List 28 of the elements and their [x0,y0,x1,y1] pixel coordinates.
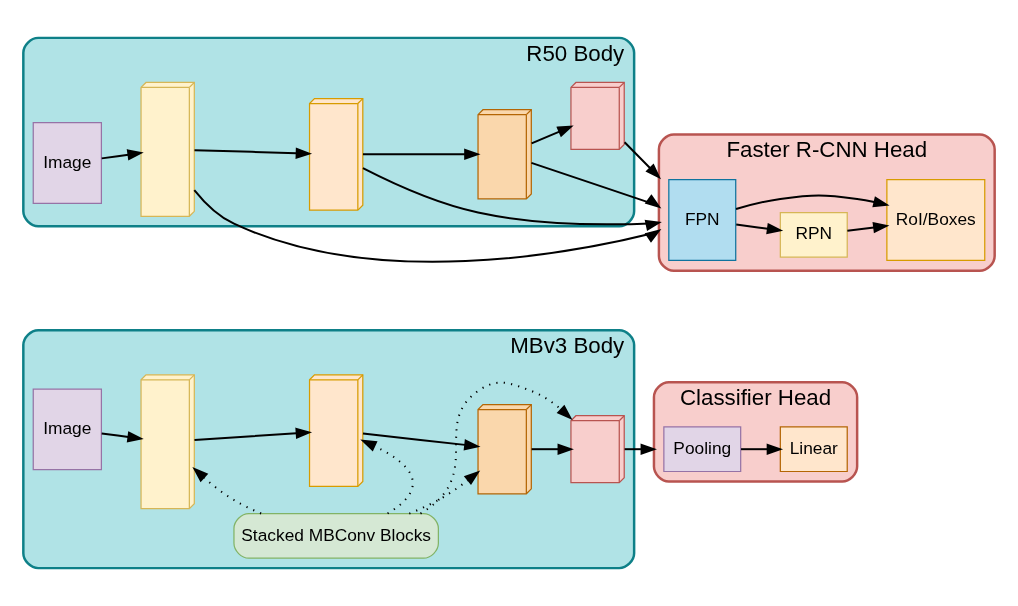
node-box: Image [32,388,102,471]
arrow [362,148,481,161]
arrow [360,439,414,515]
arrow [362,432,481,451]
arrow [192,466,263,515]
arrow [100,149,144,161]
arrow [419,381,573,515]
arrow [193,189,662,263]
arrow [846,221,890,234]
node-box: Stacked MBConv Blocks [233,513,439,559]
node-box: Image [32,122,102,204]
node-box: RPN [779,211,848,258]
arrow [408,470,481,515]
arrow [740,443,784,455]
node-box: RoI/Boxes [886,179,986,261]
node-box: FPN [668,179,737,261]
arrow [735,222,784,235]
arrow [735,194,890,210]
arrow [100,431,144,443]
node-box: Linear [779,426,848,473]
arrow [193,427,313,442]
arrow [193,147,313,159]
arrow [361,167,662,231]
arrow [530,125,574,145]
arrow [530,443,574,455]
node-box: Pooling [663,426,742,473]
arrow [530,161,662,209]
arrow [623,443,657,455]
